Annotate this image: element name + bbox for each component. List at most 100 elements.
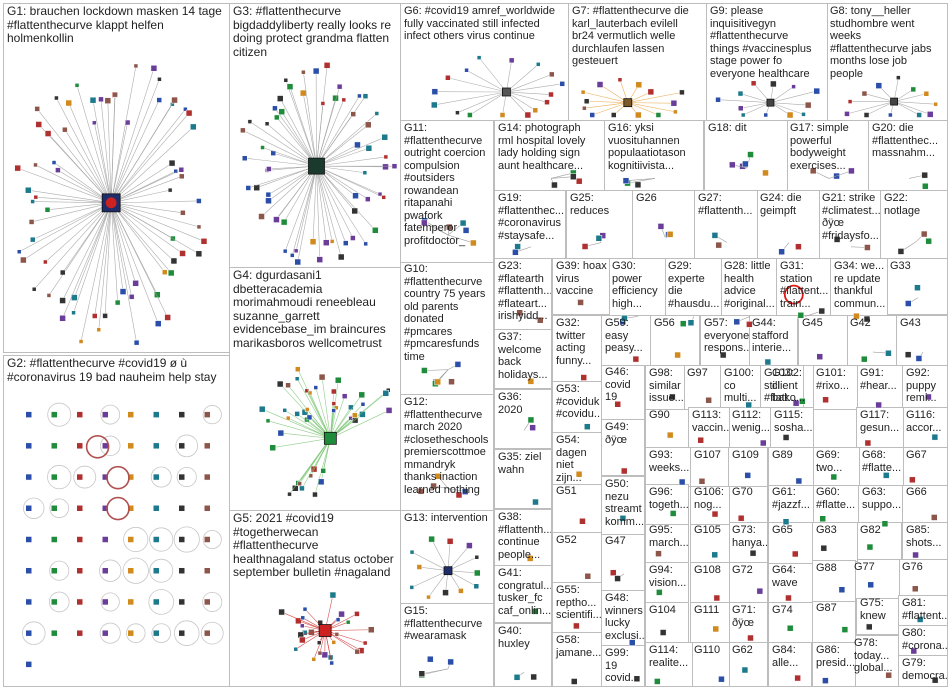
edge [303, 72, 317, 167]
group-panel-g36: G36: 2020 [494, 389, 552, 449]
group-panel-g20: G20: die #flattenthec... massnahm... [868, 120, 948, 192]
node [462, 227, 470, 234]
group-panel-g32: G32: twitter acting funny... [552, 315, 602, 385]
group-panel-g57: G57: everyone respons... [700, 315, 750, 367]
node [923, 90, 930, 97]
node [44, 207, 51, 213]
node [25, 505, 32, 512]
node [364, 121, 372, 129]
edge [627, 102, 676, 113]
node [655, 550, 662, 557]
group-panel-g44: G44: stafford interie... [748, 315, 798, 367]
node [127, 442, 134, 450]
group-network-g7 [580, 77, 685, 119]
group-network-g44 [764, 358, 772, 366]
node [204, 442, 211, 450]
node [51, 473, 58, 481]
self-loop [48, 591, 70, 613]
node [782, 434, 790, 441]
edge [506, 91, 548, 103]
group-panel-g2: G2: #flattenthecurve #covid19 ø ù #coron… [3, 355, 231, 687]
node [464, 67, 469, 73]
group-panel-g12: G12: #flattenthecurve march 2020 #closet… [400, 394, 494, 511]
edge [424, 369, 449, 371]
group-network-g35 [532, 498, 539, 506]
node [809, 167, 817, 175]
group-panel-g14: G14: photograph rml hospital lovely lady… [494, 120, 606, 192]
edge [457, 91, 507, 113]
group-panel-g85: G85: shots... [902, 522, 948, 560]
node [313, 385, 319, 390]
group-network-g110 [718, 675, 725, 683]
node [154, 291, 161, 298]
edge [893, 101, 931, 115]
edge [321, 377, 331, 439]
node [59, 297, 66, 304]
node [153, 598, 160, 606]
group-network-g9 [715, 80, 820, 119]
edge [469, 91, 507, 116]
edge [316, 136, 385, 167]
group-panel-g75: G75: knew [856, 595, 900, 635]
node [778, 248, 785, 255]
group-panel-g24: G24: die geimpft [756, 190, 820, 260]
node [133, 339, 140, 346]
node [127, 598, 134, 606]
edge [35, 164, 112, 204]
group-network-g75 [866, 623, 873, 631]
group-panel-g110: G110 [690, 642, 730, 687]
node [430, 482, 437, 490]
group-panel-g92: G92: puppy remi... [902, 365, 948, 410]
edge [62, 202, 112, 301]
group-network-g69 [830, 473, 838, 481]
edge [73, 202, 112, 313]
self-loop [100, 592, 120, 612]
node [14, 164, 21, 172]
edge [276, 165, 317, 220]
edge [244, 157, 317, 167]
node [102, 567, 109, 574]
node [150, 65, 158, 72]
node [157, 77, 162, 82]
group-panel-g11: G11: #flattenthecurve outright coercion … [400, 120, 494, 263]
edge [283, 165, 317, 223]
self-loop [100, 435, 121, 457]
node [51, 598, 58, 606]
edge [285, 80, 317, 167]
edge [864, 93, 895, 102]
group-network-g45 [816, 353, 823, 360]
node [96, 327, 102, 332]
edge [828, 170, 852, 179]
node [374, 111, 380, 116]
self-loop [202, 529, 222, 550]
node [204, 567, 211, 574]
node [30, 236, 36, 243]
group-panel-g42: G42 [846, 315, 898, 367]
group-panel-g88: G88 [812, 560, 856, 602]
self-loop [123, 526, 149, 553]
node [51, 567, 58, 574]
edge [316, 166, 321, 260]
node [245, 185, 252, 191]
edge [74, 202, 112, 298]
group-panel-g22: G22: notlage [880, 190, 948, 260]
group-panel-g4: G4: dgurdasani1 dbetteracademia morimahm… [229, 267, 402, 512]
self-loop [151, 623, 172, 643]
node [551, 181, 558, 189]
self-loop [175, 434, 199, 458]
edge [740, 102, 771, 109]
edge [506, 64, 539, 93]
node [335, 617, 341, 622]
node [153, 442, 160, 450]
node [25, 567, 32, 574]
edge [296, 378, 331, 439]
edge [330, 394, 362, 439]
node [34, 106, 40, 112]
node [372, 227, 379, 234]
edge [98, 202, 112, 330]
edge [262, 147, 317, 167]
node [844, 111, 850, 117]
group-network-g11 [421, 217, 477, 247]
group-panel-g109: G109 [728, 447, 768, 487]
node [791, 84, 796, 89]
